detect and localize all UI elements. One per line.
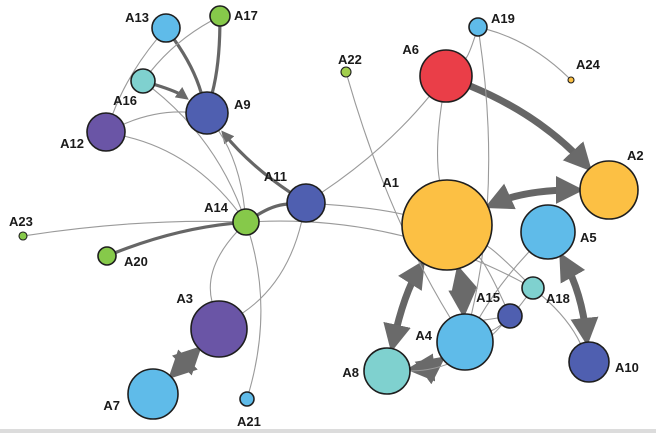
edge-a14-a23 <box>26 220 234 236</box>
edge-a9-a13 <box>172 37 203 95</box>
edges-layer <box>26 20 599 393</box>
edge-a19-a4 <box>470 35 490 316</box>
node-a15[interactable] <box>497 303 523 329</box>
edge-a4-a8 <box>406 353 446 385</box>
edge-a12-a9 <box>122 111 187 125</box>
nodes-layer <box>18 5 639 420</box>
edge-a11-a6 <box>321 95 431 193</box>
edge-a6-a1 <box>436 101 443 182</box>
node-label-a2: A2 <box>627 148 644 163</box>
node-label-a22: A22 <box>338 52 362 67</box>
node-label-a23: A23 <box>9 214 33 229</box>
edge-a11-a1 <box>324 203 404 215</box>
edge-a9-a14 <box>217 130 246 210</box>
node-label-a16: A16 <box>113 93 137 108</box>
edge-a1-a4 <box>448 264 478 318</box>
edge-a3-a11 <box>241 220 303 314</box>
node-label-a4: A4 <box>415 328 432 343</box>
edge-a14-a3 <box>209 231 238 303</box>
node-label-a7: A7 <box>103 398 120 413</box>
edge-a1-a18 <box>486 245 526 281</box>
edge-a14-a11 <box>255 202 289 217</box>
node-label-a10: A10 <box>615 360 639 375</box>
node-label-a24: A24 <box>576 57 601 72</box>
node-label-a20: A20 <box>124 254 148 269</box>
edge-a14-a20 <box>113 221 235 255</box>
node-a11[interactable] <box>286 183 326 223</box>
node-a18[interactable] <box>521 276 545 300</box>
node-a20[interactable] <box>97 246 117 266</box>
node-a5[interactable] <box>520 204 576 260</box>
edge-a1-a8 <box>383 259 425 353</box>
edge-a9-a17 <box>210 24 222 95</box>
bottom-border <box>0 429 656 433</box>
node-label-a8: A8 <box>342 365 359 380</box>
edge-a14-a21 <box>248 233 262 393</box>
edge-a16-a9 <box>152 82 189 100</box>
node-label-a6: A6 <box>402 42 419 57</box>
edge-a12-a13 <box>112 38 158 115</box>
edge-a18-a10 <box>540 294 582 345</box>
edge-a6-a2 <box>466 82 592 172</box>
node-a9[interactable] <box>185 91 229 135</box>
node-label-a12: A12 <box>60 136 84 151</box>
edge-a5-a10 <box>559 252 599 346</box>
node-a10[interactable] <box>568 341 610 383</box>
node-label-a18: A18 <box>546 291 570 306</box>
edge-a1-a2 <box>484 175 584 210</box>
node-label-a9: A9 <box>234 97 251 112</box>
edge-a17-a16 <box>149 20 212 73</box>
node-a3[interactable] <box>190 300 248 358</box>
node-label-a15: A15 <box>476 290 500 305</box>
edge-a19-a24 <box>486 28 570 79</box>
edge-a1-a15 <box>478 256 506 306</box>
edge-a19-a6 <box>464 35 476 60</box>
node-a14[interactable] <box>232 208 260 236</box>
node-label-a19: A19 <box>491 11 515 26</box>
node-a17[interactable] <box>209 5 231 27</box>
edge-a22-a4 <box>346 76 451 319</box>
node-a6[interactable] <box>419 49 473 103</box>
node-a4[interactable] <box>436 313 494 371</box>
node-a16[interactable] <box>130 68 156 94</box>
node-a7[interactable] <box>127 368 179 420</box>
edge-a16-a14 <box>151 87 242 211</box>
node-label-a14: A14 <box>204 200 229 215</box>
node-a23[interactable] <box>18 231 28 241</box>
edge-a11-a9 <box>221 130 292 195</box>
labels-layer: A1A2A3A4A5A6A7A8A9A10A11A12A13A14A15A16A… <box>9 8 644 429</box>
node-a22[interactable] <box>340 66 352 78</box>
node-a1[interactable] <box>401 179 493 271</box>
node-label-a3: A3 <box>176 291 193 306</box>
node-label-a11: A11 <box>264 169 287 184</box>
node-label-a17: A17 <box>234 8 258 23</box>
edge-a14-a18 <box>258 220 524 284</box>
node-label-a1: A1 <box>382 175 399 190</box>
node-label-a13: A13 <box>125 10 149 25</box>
node-a19[interactable] <box>468 17 488 37</box>
edge-a3-a7 <box>168 345 202 380</box>
node-label-a21: A21 <box>237 414 261 429</box>
node-a2[interactable] <box>579 160 639 220</box>
edge-a15-a4 <box>482 317 499 321</box>
node-a12[interactable] <box>86 112 126 152</box>
node-a13[interactable] <box>151 13 181 43</box>
node-a21[interactable] <box>239 391 255 407</box>
node-a8[interactable] <box>363 347 411 395</box>
edge-a12-a14 <box>123 135 239 213</box>
node-label-a5: A5 <box>580 230 597 245</box>
edge-a5-a4 <box>478 250 530 319</box>
node-a24[interactable] <box>567 76 575 84</box>
